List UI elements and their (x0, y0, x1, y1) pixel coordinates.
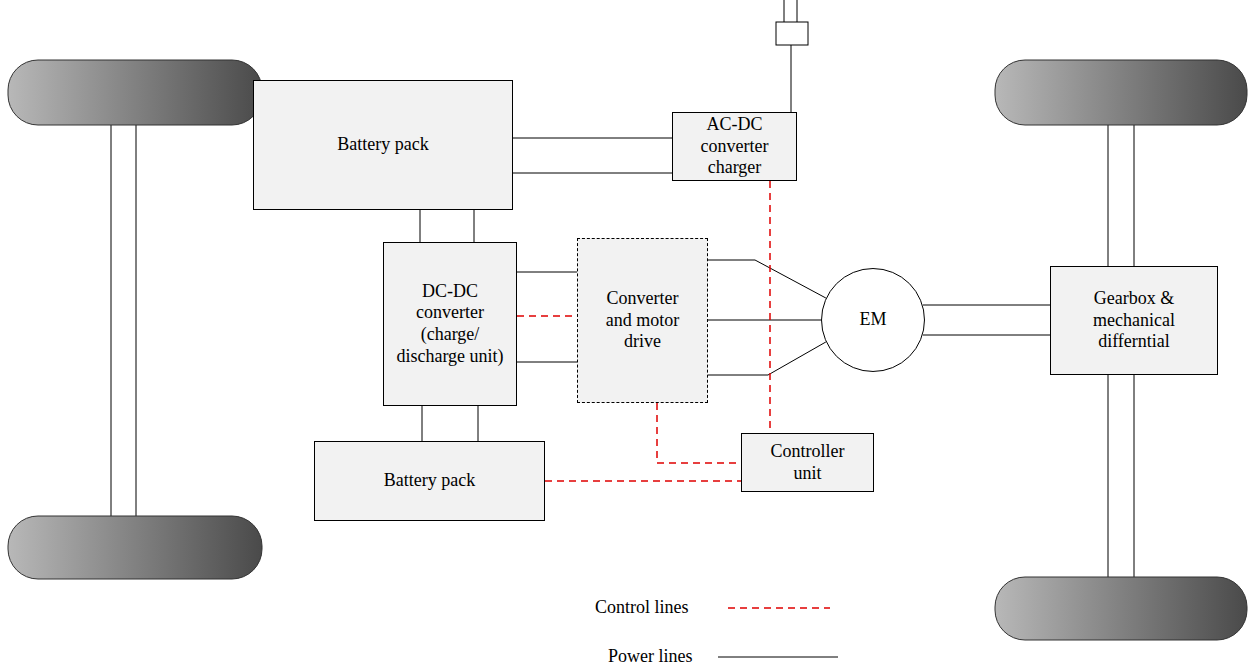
node-label: EM (860, 309, 887, 331)
charger-box: AC-DC converter charger (672, 112, 797, 181)
power-line (513, 138, 672, 173)
control-line (657, 403, 741, 463)
wheel (8, 60, 1247, 640)
plug-symbol (776, 0, 808, 112)
legend-label: Control lines (595, 597, 689, 618)
battery-pack: Battery pack (253, 80, 513, 210)
gearbox-box: Gearbox & mechanical differntial (1050, 266, 1218, 375)
node-label: Controller unit (764, 441, 851, 484)
node-label: Gearbox & mechanical differntial (1081, 288, 1187, 353)
power-line (422, 406, 478, 441)
node-label: Battery pack (384, 470, 475, 492)
legend-label: Power lines (608, 646, 693, 667)
node-label: DC-DC converter (charge/ discharge unit) (394, 281, 506, 367)
node-label: Converter and motor drive (592, 288, 693, 353)
control-line (517, 316, 577, 317)
power-line (923, 305, 1050, 335)
controller-box: Controller unit (741, 433, 874, 492)
power-line (517, 272, 577, 362)
control-line (545, 481, 741, 482)
motor-circle: EM (821, 268, 925, 372)
control-line (770, 181, 771, 433)
power-line (420, 210, 474, 242)
battery-pack: Battery pack (314, 441, 545, 521)
power-line (708, 260, 826, 375)
node-label: AC-DC converter charger (681, 114, 788, 179)
dc-dc-box: DC-DC converter (charge/ discharge unit) (383, 242, 517, 406)
node-label: Battery pack (337, 134, 428, 156)
motor-drive-box: Converter and motor drive (577, 238, 708, 403)
legend-sample (718, 608, 838, 657)
